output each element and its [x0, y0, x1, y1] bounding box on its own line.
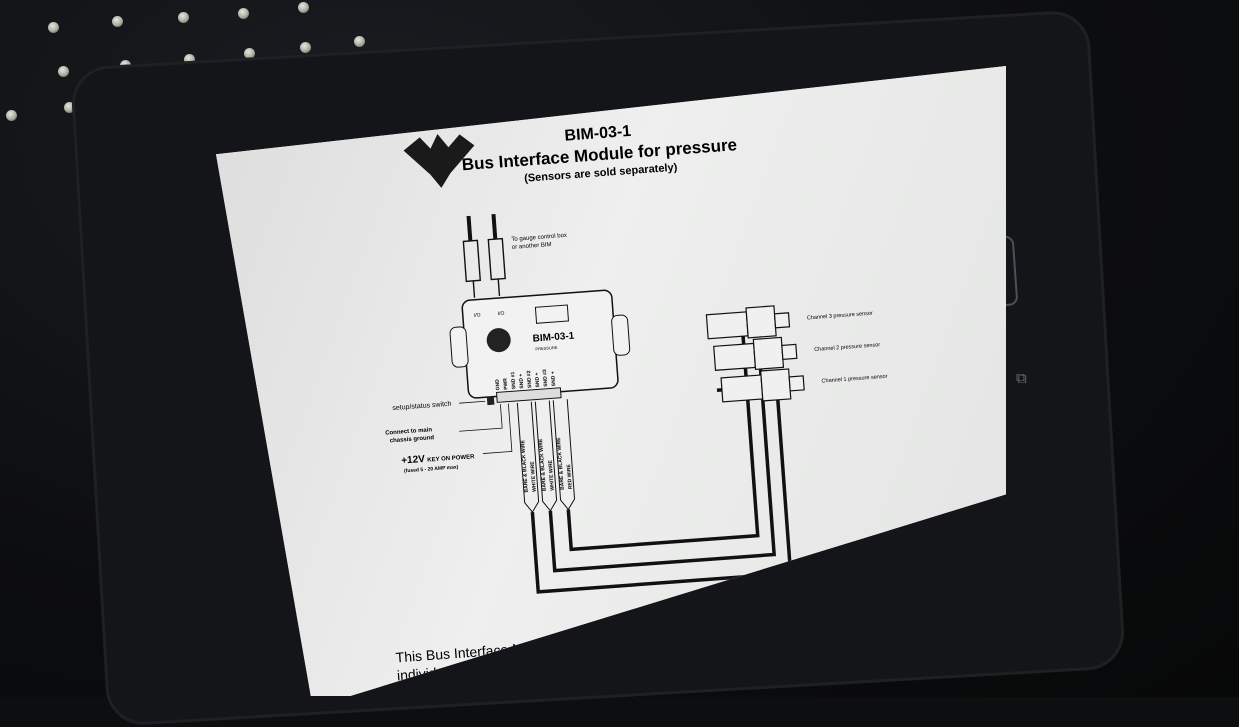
terminal-block	[495, 387, 562, 403]
panel-hole	[112, 16, 123, 27]
panel-hole	[184, 54, 195, 65]
sensor-label-ch3: Channel 3 pressure sensor	[807, 311, 873, 322]
pin-label: SND +	[518, 373, 525, 388]
panel-hole	[58, 66, 69, 77]
brand-logo	[403, 134, 475, 188]
panel-hole	[6, 110, 17, 121]
module-sub: PRESSURE	[535, 345, 558, 352]
setup-switch	[486, 396, 495, 406]
io-port-right: I/O	[498, 311, 505, 317]
gauge-label-1: To gauge control box	[511, 233, 567, 243]
pressure-sensors	[705, 305, 805, 403]
pin-label: GND	[495, 379, 502, 391]
pin-label: PWR	[502, 377, 509, 389]
power-fuse-label: (fused 5 - 20 AMP max)	[404, 464, 459, 474]
pin-label: SND #2	[526, 370, 533, 388]
doc-title: BIM-03-1	[564, 123, 632, 145]
panel-hole	[300, 42, 311, 53]
wire-label: BARE & BLACK WIRE	[520, 439, 530, 492]
ground-label-1: Connect to main	[385, 427, 433, 436]
pin-label: SND +	[550, 371, 557, 386]
power-label: +12V	[401, 454, 426, 467]
recent-apps-button[interactable]: ⧉	[1016, 370, 1027, 387]
panel-hole	[298, 2, 309, 13]
wire-label: BARE & BLACK WIRE	[538, 438, 548, 491]
bim-module: BIM-03-1 PRESSURE I/O I/O	[449, 289, 631, 399]
panel-hole	[354, 36, 365, 47]
ground-label-2: chassis ground	[390, 435, 435, 444]
pin-label: SND +	[534, 372, 541, 387]
io-cable-connectors	[462, 214, 506, 298]
panel-hole	[178, 12, 189, 23]
io-port-left: I/O	[474, 312, 481, 318]
power-key-label: KEY ON POWER	[427, 454, 475, 463]
pin-label: SND #1	[510, 371, 517, 389]
wire-label: BARE & BLACK WIRE	[556, 437, 566, 490]
pin-label: SND #3	[542, 369, 549, 387]
gauge-label-2: or another BIM	[512, 242, 552, 251]
pin-labels: GND PWR SND #1 SND + SND #2 SND + SND #3…	[495, 369, 558, 391]
wire-label: WHITE WIRE	[548, 459, 556, 491]
panel-hole	[48, 22, 59, 33]
sensor-label-ch1: Channel 1 pressure sensor	[821, 374, 887, 385]
panel-hole	[64, 102, 75, 113]
panel-hole	[244, 48, 255, 59]
sensor-label-ch2: Channel 2 pressure sensor	[814, 342, 880, 353]
panel-hole	[238, 8, 249, 19]
wire-label: RED WIRE	[566, 463, 574, 489]
setup-switch-label: setup/status switch	[392, 401, 452, 412]
module-name: BIM-03-1	[532, 331, 575, 345]
wire-label: WHITE WIRE	[530, 461, 538, 493]
